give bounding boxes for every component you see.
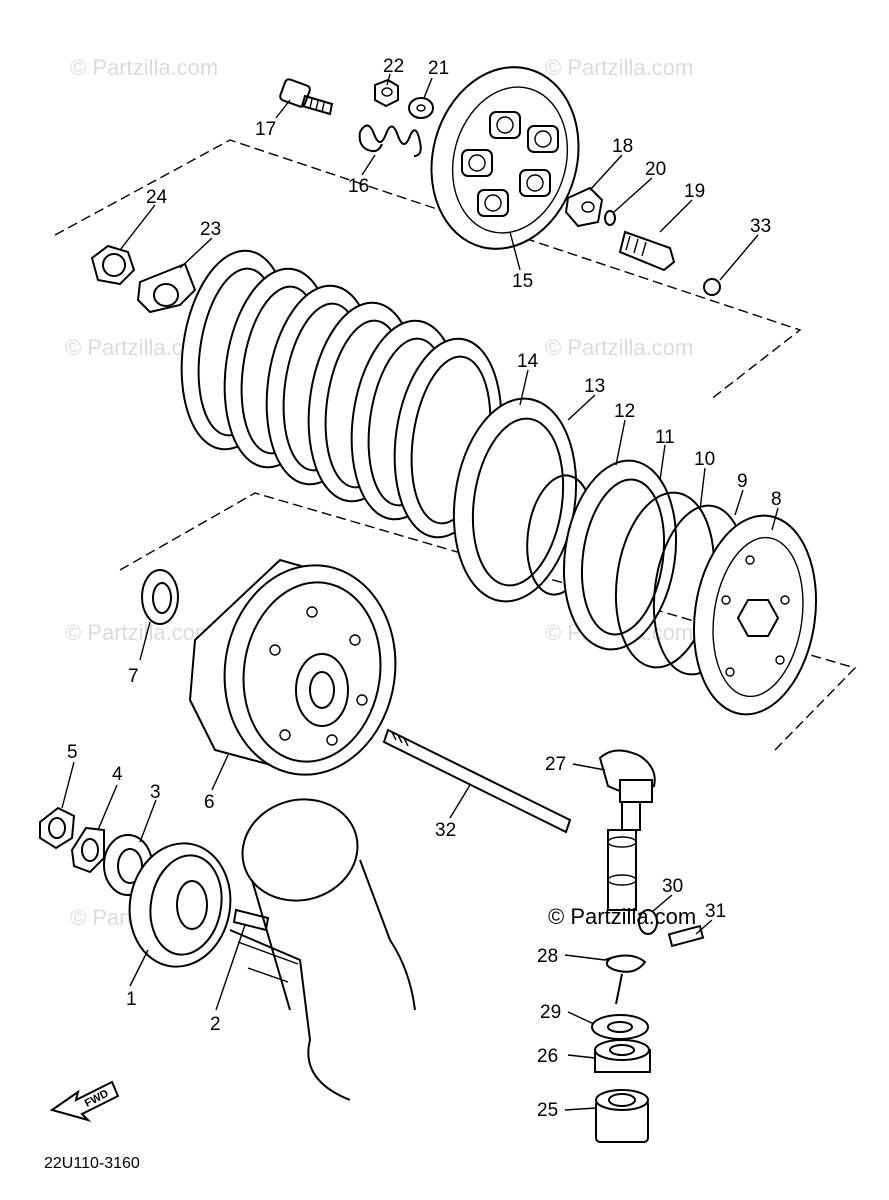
callout-3[interactable]: 3: [150, 782, 161, 803]
part-13-clutch-plate[interactable]: [441, 391, 588, 610]
part-31-screw[interactable]: [667, 924, 705, 948]
part-20-o-ring[interactable]: [604, 210, 616, 226]
callout-27[interactable]: 27: [545, 754, 566, 775]
part-29-washer[interactable]: [591, 1014, 649, 1040]
crankshaft-outline: [229, 798, 416, 1101]
callout-22[interactable]: 22: [383, 56, 404, 77]
diagram-code: 22U110-3160: [44, 1155, 140, 1172]
part-19-push-rod[interactable]: [618, 230, 676, 272]
callout-29[interactable]: 29: [540, 1002, 561, 1023]
part-23-lock-washer[interactable]: [136, 262, 197, 314]
fwd-arrow-icon: FWD: [49, 1080, 120, 1122]
watermark: © Partzilla.com: [545, 335, 693, 360]
leader-lines: [61, 73, 779, 1111]
part-6-clutch-housing[interactable]: [188, 554, 409, 786]
callout-28[interactable]: 28: [537, 946, 558, 967]
part-18-push-rod-head[interactable]: [564, 186, 604, 228]
callout-13[interactable]: 13: [584, 376, 605, 397]
part-32-push-rod-long[interactable]: [382, 728, 572, 834]
part-5-nut[interactable]: [39, 806, 76, 850]
watermark: © Partzilla.com: [70, 55, 218, 80]
part-16-spring[interactable]: [358, 124, 422, 157]
callout-25[interactable]: 25: [537, 1100, 558, 1121]
callout-2[interactable]: 2: [210, 1014, 221, 1035]
callout-30[interactable]: 30: [662, 876, 683, 897]
part-8-clutch-boss[interactable]: [682, 508, 829, 723]
callout-32[interactable]: 32: [435, 820, 456, 841]
part-7-thrust-washer[interactable]: [141, 569, 179, 625]
callout-1[interactable]: 1: [126, 989, 137, 1010]
callout-18[interactable]: 18: [612, 136, 633, 157]
callout-14[interactable]: 14: [517, 351, 539, 372]
callout-19[interactable]: 19: [684, 181, 705, 202]
callout-21[interactable]: 21: [428, 58, 449, 79]
part-28-spring[interactable]: [604, 954, 647, 1005]
callout-11[interactable]: 11: [655, 427, 675, 448]
callout-6[interactable]: 6: [204, 792, 215, 813]
part-25-bearing[interactable]: [595, 1089, 649, 1143]
callout-numbers: 1 2 3 4 5 6 7 8 9 10 11 12 13 14 15 16 1…: [67, 56, 782, 1121]
callout-10[interactable]: 10: [694, 449, 715, 470]
watermark: © Partzilla.com: [65, 620, 213, 645]
callout-20[interactable]: 20: [645, 159, 666, 180]
part-27-push-lever-shaft[interactable]: [598, 749, 656, 911]
part-11-plate[interactable]: [552, 453, 687, 656]
callout-7[interactable]: 7: [128, 666, 139, 687]
callout-5[interactable]: 5: [67, 742, 78, 763]
callout-9[interactable]: 9: [737, 471, 748, 492]
copyright-notice: © Partzilla.com: [548, 904, 696, 929]
part-22-nut[interactable]: [374, 78, 399, 108]
callout-17[interactable]: 17: [255, 119, 276, 140]
callout-23[interactable]: 23: [200, 219, 221, 240]
part-4-lock-washer[interactable]: [70, 826, 105, 874]
part-30-washer[interactable]: [638, 909, 658, 935]
part-21-washer[interactable]: [408, 97, 434, 119]
callout-33[interactable]: 33: [750, 216, 771, 237]
part-33-ball[interactable]: [703, 278, 721, 296]
part-26-oil-seal[interactable]: [594, 1039, 651, 1073]
part-24-nut[interactable]: [90, 244, 136, 286]
callout-31[interactable]: 31: [705, 901, 726, 922]
part-17-bolt[interactable]: [279, 78, 334, 116]
callout-12[interactable]: 12: [614, 401, 635, 422]
callout-4[interactable]: 4: [112, 764, 123, 785]
callout-26[interactable]: 26: [537, 1046, 558, 1067]
callout-16[interactable]: 16: [348, 176, 369, 197]
callout-24[interactable]: 24: [146, 187, 168, 208]
part-1-primary-drive-gear[interactable]: [120, 835, 240, 974]
part-15-pressure-plate[interactable]: [412, 50, 599, 265]
callout-15[interactable]: 15: [512, 271, 533, 292]
callout-8[interactable]: 8: [771, 489, 782, 510]
watermark: © Partzilla.com: [545, 55, 693, 80]
part-14-clutch-plate-stack[interactable]: [170, 244, 514, 545]
assembly-boundary-lower: [119, 492, 857, 751]
